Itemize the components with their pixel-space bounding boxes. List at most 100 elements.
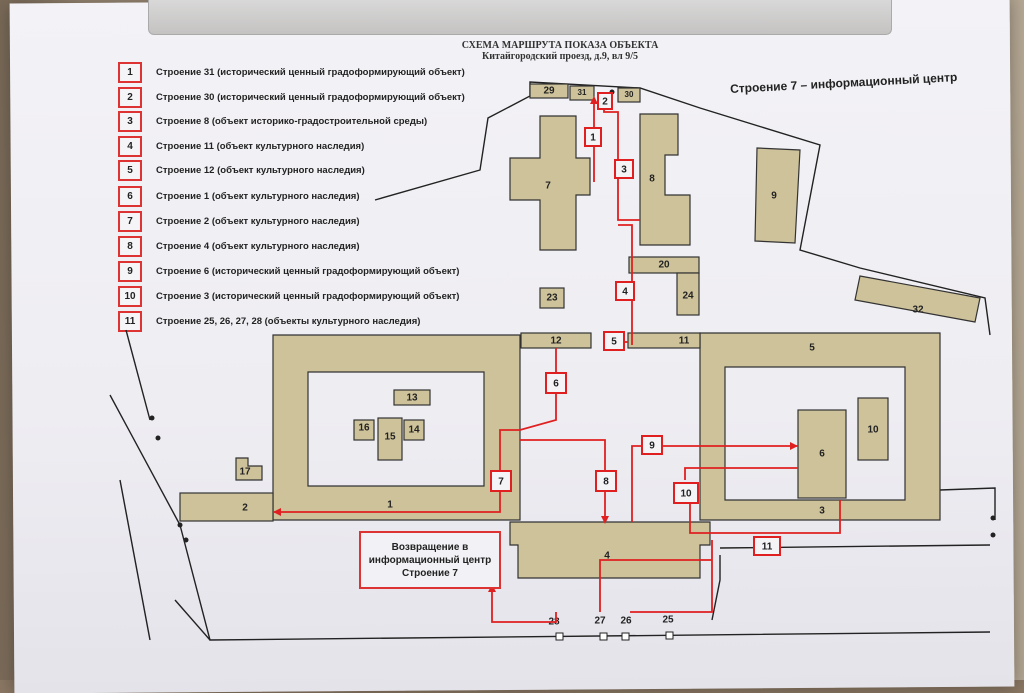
- route-marker: 2: [602, 97, 608, 108]
- legend-item: 2 Строение 30 (исторический ценный градоф…: [118, 86, 465, 108]
- building-7: [509, 115, 591, 251]
- route-path: [273, 100, 841, 623]
- legend-number: 2: [118, 86, 142, 108]
- legend-number: 10: [118, 285, 142, 307]
- route-marker: 5: [611, 337, 617, 348]
- building-label: 5: [809, 343, 815, 354]
- clipboard-clip: [148, 0, 892, 35]
- building-label: 23: [546, 293, 558, 304]
- legend-text: Строение 6 (исторический ценный градофор…: [156, 265, 460, 277]
- building-label: 3: [819, 506, 825, 517]
- gate-markers: [555, 631, 674, 641]
- legend-item: 11 Строение 25, 26, 27, 28 (объекты культ…: [118, 310, 421, 332]
- building-1: [272, 334, 521, 521]
- legend-item: 1 Строение 31 (исторический ценный градоф…: [118, 61, 465, 83]
- building-label: 8: [649, 174, 655, 185]
- route-marker: 10: [680, 489, 692, 500]
- building-32: [854, 275, 981, 323]
- building-label: 30: [625, 90, 634, 99]
- map-title-line1: СХЕМА МАРШРУТА ПОКАЗА ОБЪЕКТА: [461, 40, 659, 51]
- legend-text: Строение 2 (объект культурного наследия): [156, 215, 360, 227]
- boundary-posts: [149, 89, 996, 543]
- legend-text: Строение 1 (объект культурного наследия): [156, 190, 360, 202]
- building-15: [377, 417, 403, 461]
- legend-text: Строение 25, 26, 27, 28 (объекты культур…: [156, 315, 421, 327]
- route-marker: 9: [649, 441, 655, 452]
- legend-item: 10 Строение 3 (исторический ценный градоф…: [118, 285, 460, 307]
- building-13: [393, 389, 431, 406]
- building-label: 25: [662, 615, 674, 626]
- route-marker: 8: [603, 477, 609, 488]
- buildings: [179, 83, 981, 579]
- building-label: 32: [912, 305, 924, 316]
- route-marker: 1: [590, 133, 596, 144]
- building-label: 12: [550, 336, 562, 347]
- boundary-lines: [109, 81, 996, 641]
- building-label: 27: [594, 616, 606, 627]
- legend-text: Строение 31 (исторический ценный градофо…: [156, 66, 465, 78]
- return-line1: Возвращение в: [391, 541, 469, 553]
- legend-number: 3: [118, 110, 142, 132]
- legend-text: Строение 12 (объект культурного наследия…: [156, 164, 365, 176]
- legend-number: 7: [118, 210, 142, 232]
- legend-text: Строение 3 (исторический ценный градофор…: [156, 290, 460, 302]
- legend-number: 5: [118, 159, 142, 181]
- legend-text: Строение 4 (объект культурного наследия): [156, 240, 360, 252]
- building-23: [539, 287, 565, 309]
- return-line2: информационный центр: [368, 554, 492, 566]
- building-label: 9: [771, 191, 777, 202]
- building-8: [639, 113, 691, 246]
- building-11: [627, 332, 701, 349]
- building-14: [403, 419, 425, 441]
- legend-text: Строение 8 (объект историко-градостроите…: [156, 115, 428, 127]
- building-label: 2: [242, 503, 248, 514]
- return-line3: Строение 7: [402, 567, 458, 579]
- route-marker: 7: [498, 477, 504, 488]
- map-title-line2: Китайгородский проезд, д.9, вл 9/5: [481, 51, 639, 62]
- legend-item: 5 Строение 12 (объект культурного наследи…: [118, 159, 365, 181]
- building-label: 14: [408, 425, 420, 436]
- building-label: 24: [682, 291, 694, 302]
- building-4: [509, 521, 711, 579]
- building-label: 11: [679, 336, 690, 347]
- legend-item: 3 Строение 8 (объект историко-градостроит…: [118, 110, 428, 132]
- legend-number: 11: [118, 310, 142, 332]
- building-label: 4: [604, 551, 610, 562]
- legend-item: 9 Строение 6 (исторический ценный градофо…: [118, 260, 460, 282]
- building-24: [676, 272, 700, 316]
- legend-number: 6: [118, 185, 142, 207]
- legend-item: 7 Строение 2 (объект культурного наследия…: [118, 210, 360, 232]
- building-label: 16: [358, 423, 370, 434]
- route-marker: 3: [621, 165, 627, 176]
- route-marker: 6: [553, 379, 559, 390]
- building-17: [235, 457, 263, 481]
- building-30: [617, 87, 641, 103]
- building-label: 1: [387, 500, 393, 511]
- building-label: 20: [658, 260, 670, 271]
- route-markers: 1 2 3 4 5 6 7 8 9 10 11: [490, 92, 781, 556]
- building-label: 29: [543, 86, 555, 97]
- building-label: 26: [620, 616, 632, 627]
- legend-number: 1: [118, 61, 142, 83]
- legend-number: 9: [118, 260, 142, 282]
- building-label: 6: [819, 449, 825, 460]
- building-label: 31: [578, 88, 587, 97]
- route-marker: 4: [622, 287, 628, 298]
- building-label: 10: [867, 425, 879, 436]
- legend-item: 6 Строение 1 (объект культурного наследия…: [118, 185, 360, 207]
- building-20: [628, 256, 700, 274]
- route-marker: 11: [762, 542, 773, 553]
- building-2: [179, 492, 274, 522]
- building-16: [353, 419, 375, 441]
- legend-text: Строение 30 (исторический ценный градофо…: [156, 91, 465, 103]
- building-5: [699, 332, 941, 521]
- map-title: СХЕМА МАРШРУТА ПОКАЗА ОБЪЕКТА Китайгород…: [380, 40, 740, 62]
- building-label: 15: [384, 432, 396, 443]
- building-label: 17: [239, 467, 251, 478]
- legend-number: 8: [118, 235, 142, 257]
- building-6: [797, 409, 847, 499]
- building-label: 7: [545, 181, 551, 192]
- return-to-info-center-box: Возвращение в информационный центр Строе…: [359, 531, 501, 589]
